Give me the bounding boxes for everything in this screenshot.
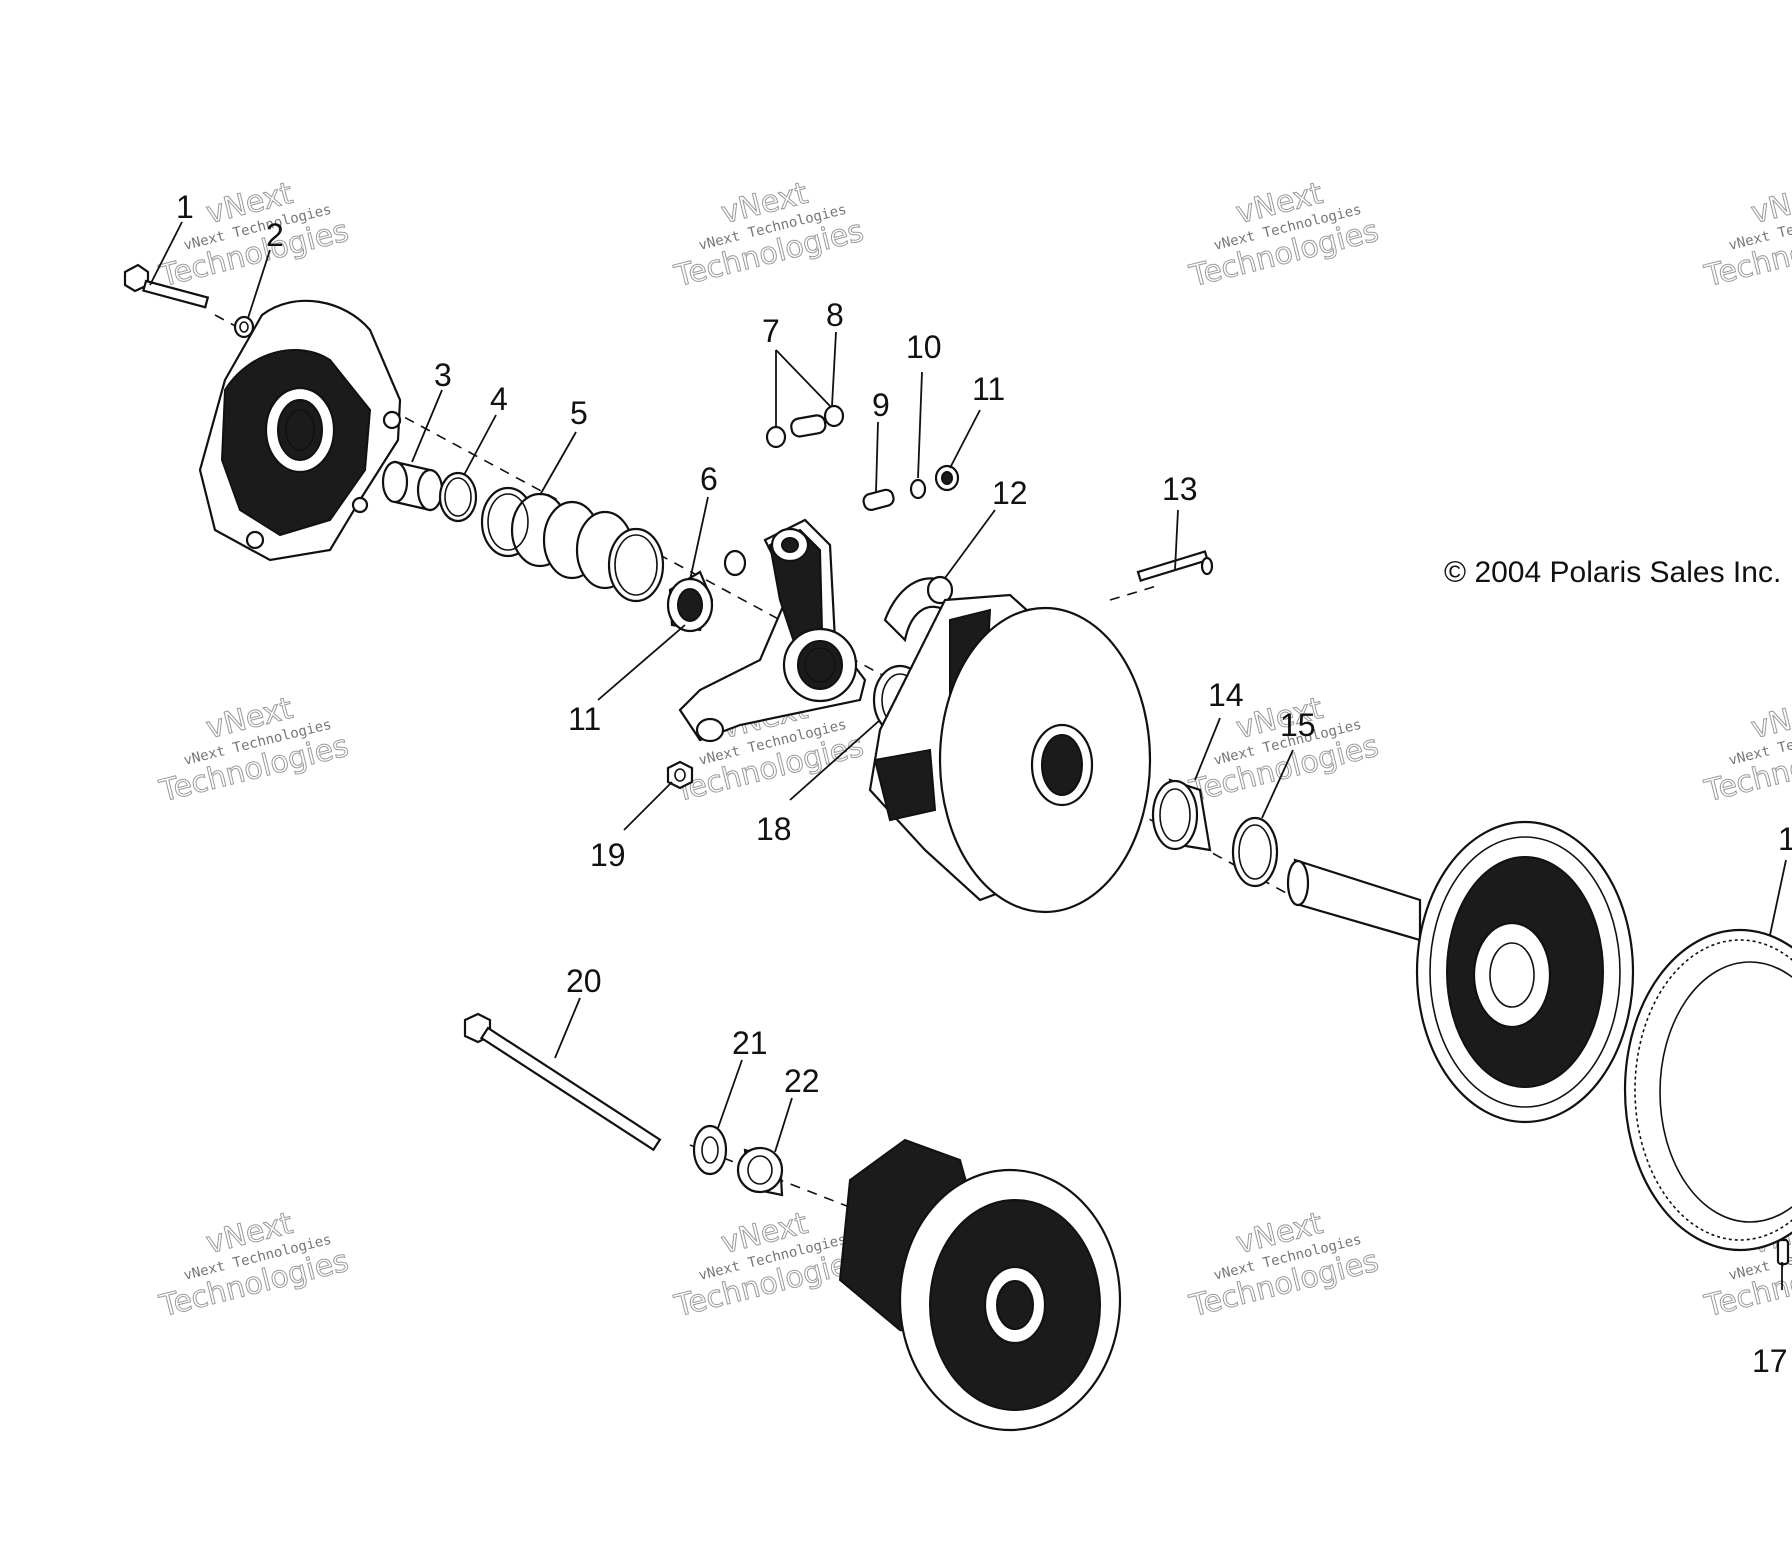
- callout-2: 2: [266, 217, 284, 253]
- part-fixed-sheave: [1286, 820, 1635, 1124]
- callout-8: 8: [826, 297, 844, 333]
- part-12-weight: [883, 575, 954, 643]
- leader-19: [623, 781, 673, 831]
- part-1-bolt: [123, 263, 210, 309]
- watermark: vNext vNext Technologies Technologies: [1185, 690, 1382, 809]
- callout-15: 15: [1280, 707, 1316, 743]
- part-spider: [678, 518, 867, 743]
- watermark: vNext vNext Technologies Technologies: [670, 175, 867, 294]
- leader-20: [554, 997, 581, 1059]
- leader-22: [774, 1097, 793, 1153]
- leader-5: [539, 431, 577, 496]
- part-21-lock-washer: [692, 1124, 728, 1176]
- leader-9: [875, 421, 879, 493]
- watermark: vNext vNext Technologies Technologies: [1185, 1205, 1382, 1324]
- callout-5: 5: [570, 395, 588, 431]
- leader-6: [689, 496, 709, 581]
- part-15-ring: [1231, 816, 1279, 888]
- part-7-8-pin-washers: [765, 404, 845, 449]
- leader-12: [944, 509, 996, 579]
- part-13-pin: [1136, 550, 1214, 582]
- callout-17: 17: [1752, 1343, 1788, 1379]
- callout-22: 22: [784, 1063, 820, 1099]
- callout-16: 16: [1778, 821, 1792, 857]
- leader-14: [1194, 717, 1221, 781]
- callout-9: 9: [872, 387, 890, 423]
- part-3-bushing: [381, 460, 444, 512]
- leader-15: [1261, 749, 1294, 819]
- part-16-ring-gear: [1623, 928, 1792, 1252]
- leader-lines: [149, 221, 1787, 1290]
- leader-16: [1769, 859, 1787, 936]
- leader-13: [1174, 509, 1179, 571]
- watermark: vNext vNext Technologies Technologies: [155, 1205, 352, 1324]
- callout-6: 6: [700, 461, 718, 497]
- leader-10: [917, 371, 923, 479]
- leader-8: [831, 331, 837, 407]
- callout-14: 14: [1208, 677, 1244, 713]
- part-5-spring: [480, 486, 665, 603]
- part-cover: [198, 299, 402, 562]
- part-6-collar: [666, 570, 714, 633]
- watermark: vNext vNext Technologies Technologies: [1185, 175, 1382, 294]
- callout-7: 7: [762, 313, 780, 349]
- watermark: vNext vNext Technologies Technologies: [1700, 690, 1792, 809]
- watermark: vNext vNext Technologies Technologies: [670, 1205, 867, 1324]
- callout-4: 4: [490, 381, 508, 417]
- callout-20: 20: [566, 963, 602, 999]
- leader-4: [463, 414, 497, 476]
- callout-21: 21: [732, 1025, 768, 1061]
- leader-3: [411, 389, 443, 463]
- watermark: vNext vNext Technologies Technologies: [155, 690, 352, 809]
- pin-axis: [1109, 584, 1161, 601]
- leader-21: [717, 1059, 743, 1129]
- callout-19: 19: [590, 837, 626, 873]
- callout-18: 18: [756, 811, 792, 847]
- callout-11-upper: 11: [972, 371, 1005, 407]
- part-20-bolt: [463, 1012, 662, 1152]
- callout-3: 3: [434, 357, 452, 393]
- leader-2: [247, 249, 271, 319]
- callout-11-lower: 11: [568, 701, 601, 737]
- leader-7b: [775, 349, 831, 407]
- watermark: vNext vNext Technologies Technologies: [1700, 175, 1792, 294]
- callout-1: 1: [176, 189, 194, 225]
- callout-13: 13: [1162, 471, 1198, 507]
- callout-numbers: 1 2 3 4 5 6 7 8 9 10 11 11 12 13 14 15 1…: [176, 189, 1792, 1379]
- part-14-bushing: [1151, 778, 1212, 852]
- part-10-washer: [909, 478, 927, 500]
- leader-11-lower: [597, 624, 686, 701]
- part-11-bushing: [934, 464, 960, 492]
- leader-18: [789, 719, 881, 801]
- part-17-bolt: [1776, 1238, 1790, 1266]
- callout-12: 12: [992, 475, 1028, 511]
- callout-10: 10: [906, 329, 942, 365]
- watermark: vNext vNext Technologies Technologies: [155, 175, 352, 294]
- leader-11-upper: [949, 409, 981, 469]
- part-assembled-clutch: [838, 1138, 1122, 1432]
- copyright-text: © 2004 Polaris Sales Inc.: [1444, 556, 1781, 589]
- leader-1: [149, 221, 183, 286]
- part-4-snap-ring: [438, 471, 478, 523]
- part-moveable-sheave: [868, 593, 1152, 914]
- part-19-nut: [666, 760, 694, 790]
- part-22-spacer: [736, 1146, 784, 1197]
- part-9-pin: [862, 488, 895, 511]
- part-2-washer: [233, 315, 255, 339]
